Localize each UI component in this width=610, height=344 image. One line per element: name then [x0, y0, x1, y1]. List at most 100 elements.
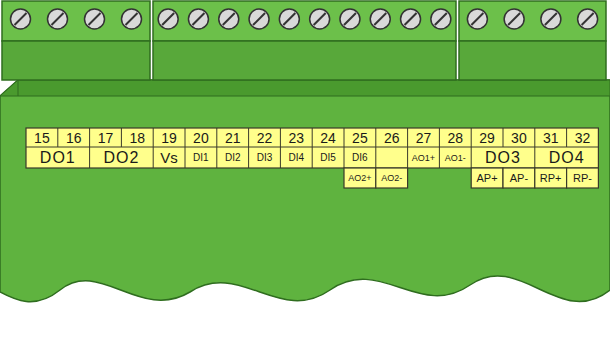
pin-number: 21 [217, 128, 249, 147]
pin-number: 19 [153, 128, 185, 147]
screw-slot [283, 13, 295, 25]
pin-cell [344, 168, 376, 188]
signal-name: DO2 [90, 147, 154, 168]
plug-top [153, 1, 456, 41]
signal-name: DI5 [312, 147, 344, 168]
cell-divider [248, 147, 249, 168]
signal-name: AO2- [376, 168, 408, 188]
cell-divider [503, 128, 504, 147]
screw-head [158, 9, 178, 29]
screw-head [467, 9, 487, 29]
cell-divider [185, 128, 186, 147]
cell-divider [375, 128, 376, 147]
screw-head [219, 9, 239, 29]
plug-top [459, 1, 606, 41]
signal-name: Vs [153, 147, 185, 168]
pin-number: 23 [280, 128, 312, 147]
screw-head [541, 9, 561, 29]
screw-slot [405, 13, 417, 25]
screw-slot [344, 13, 356, 25]
cell-divider [185, 147, 186, 168]
screw-head [370, 9, 390, 29]
cell-divider [312, 147, 313, 168]
cell-divider [439, 147, 440, 168]
pin-cell [567, 168, 599, 188]
pin-row [26, 128, 598, 168]
screw-slot [52, 13, 64, 25]
screw-slot [192, 13, 204, 25]
screw-head [340, 9, 360, 29]
cell-divider [57, 128, 58, 147]
screw-slot [314, 13, 326, 25]
cell-divider [534, 147, 535, 168]
screw-slot [545, 13, 557, 25]
terminal-plugs [2, 1, 606, 80]
pin-cell [376, 168, 408, 188]
cell-divider [153, 128, 154, 147]
pin-number: 17 [90, 128, 122, 147]
body-bevel [0, 80, 610, 96]
cell-divider [280, 128, 281, 147]
screw-head [401, 9, 421, 29]
signal-name: DI1 [185, 147, 217, 168]
signal-name: AO1- [439, 147, 471, 168]
cell-divider [312, 128, 313, 147]
cell-divider [566, 128, 567, 147]
screw-head [122, 9, 142, 29]
screw-slot [471, 13, 483, 25]
cell-divider [344, 128, 345, 147]
pin-number: 27 [408, 128, 440, 147]
screw-head [188, 9, 208, 29]
screw-slot [582, 13, 594, 25]
cell-divider [89, 128, 90, 147]
screw-head [48, 9, 68, 29]
plug-front [2, 41, 150, 80]
screw-slot [253, 13, 265, 25]
pin-number: 30 [503, 128, 535, 147]
cell-divider [248, 128, 249, 147]
pin-number: 16 [58, 128, 90, 147]
cell-divider [375, 147, 376, 168]
signal-name: AO2+ [344, 168, 376, 188]
cell-divider [216, 147, 217, 168]
signal-name: AO1+ [408, 147, 440, 168]
signal-name: DI6 [344, 147, 376, 168]
pin-number: 32 [567, 128, 599, 147]
screw-head [504, 9, 524, 29]
cell-divider [121, 128, 122, 147]
pin-cell [471, 168, 503, 188]
signal-name: DO4 [535, 147, 599, 168]
cell-divider [471, 128, 472, 147]
signal-name: DO1 [26, 147, 90, 168]
screw-head [578, 9, 598, 29]
pin-number: 26 [376, 128, 408, 147]
plug-front [459, 41, 606, 80]
cell-divider [407, 128, 408, 147]
cell-divider [534, 128, 535, 147]
screw-slot [223, 13, 235, 25]
bevel-edge [18, 80, 19, 96]
plug-top [2, 1, 150, 41]
pin-number: 22 [249, 128, 281, 147]
signal-name: RP+ [535, 168, 567, 188]
pin-number: 15 [26, 128, 58, 147]
screw-head [11, 9, 31, 29]
pin-strip [26, 128, 598, 188]
screw-head [249, 9, 269, 29]
pin-number: 18 [121, 128, 153, 147]
pin-number: 20 [185, 128, 217, 147]
signal-name: DI4 [280, 147, 312, 168]
pin-cell [535, 168, 567, 188]
pin-number: 25 [344, 128, 376, 147]
pin-number: 28 [439, 128, 471, 147]
signal-name: AP- [503, 168, 535, 188]
screw-slot [374, 13, 386, 25]
signal-name: RP- [567, 168, 599, 188]
screw-head [85, 9, 105, 29]
pin-cell [503, 168, 535, 188]
signal-name: DI2 [217, 147, 249, 168]
screw-slot [508, 13, 520, 25]
device-body [0, 80, 610, 302]
screw-slot [89, 13, 101, 25]
